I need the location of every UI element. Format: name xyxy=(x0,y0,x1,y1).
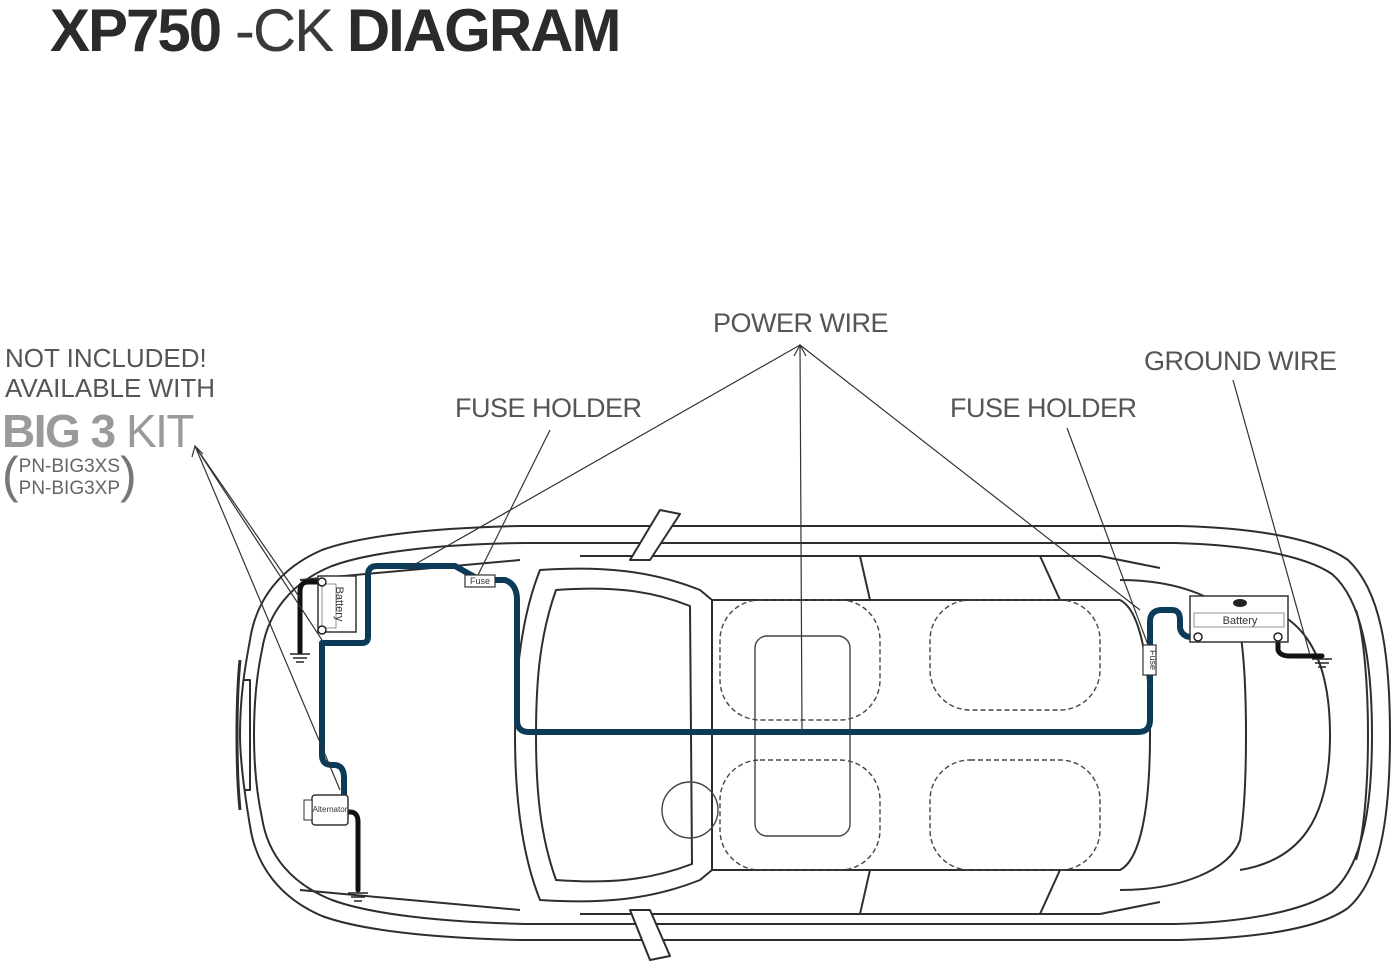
front-fuse: Fuse xyxy=(464,574,496,588)
power-wire-label: POWER WIRE xyxy=(713,308,889,338)
title-model: XP750 xyxy=(50,0,222,64)
ground-wire-rear-battery xyxy=(1275,637,1325,659)
fuse-holder-rear-label: FUSE HOLDER xyxy=(950,393,1137,423)
part-number-2: PN-BIG3XP xyxy=(18,478,121,499)
hood-crease-bottom xyxy=(299,889,521,911)
part-paren-close-icon: ) xyxy=(120,447,137,503)
ground-wire-alternator xyxy=(341,809,361,893)
car-seats xyxy=(661,599,1101,871)
car-body-inner xyxy=(253,542,1373,925)
fuse-holder-rear-leader xyxy=(1066,427,1149,646)
arrowhead-icon xyxy=(191,444,204,458)
alternator-label: Alternator xyxy=(313,805,348,814)
battery-logo-icon xyxy=(1233,599,1247,607)
power-wire-alternator xyxy=(319,640,347,799)
big3-leader xyxy=(194,445,341,791)
ground-wire-front-battery xyxy=(297,579,325,655)
rear-fuse-label: Fuse xyxy=(1148,650,1158,670)
title-suffix: CK xyxy=(252,0,334,64)
door-bottom-2 xyxy=(1039,869,1061,915)
part-paren-open-icon: ( xyxy=(2,447,19,503)
side-bottom xyxy=(580,901,1161,915)
ground-wire-label: GROUND WIRE xyxy=(1144,346,1337,376)
windshield-inner xyxy=(535,587,693,883)
car-body-outer xyxy=(239,525,1391,941)
mirror-bottom xyxy=(629,909,671,961)
title-separator: - xyxy=(234,0,255,64)
ground-symbols xyxy=(290,653,1332,902)
front-battery: Battery xyxy=(317,575,357,635)
rear-bumper-line xyxy=(1355,609,1369,861)
available-with-note: AVAILABLE WITH xyxy=(5,373,215,403)
side-top xyxy=(580,555,1161,569)
terminal-icon xyxy=(1193,632,1203,642)
power-wire-main xyxy=(319,563,1195,735)
center-console xyxy=(754,635,851,837)
mirror-top xyxy=(629,509,681,561)
seat-rear-right xyxy=(929,759,1101,871)
not-included-note: NOT INCLUDED! xyxy=(5,343,207,373)
fuse-holder-front-label: FUSE HOLDER xyxy=(455,393,642,423)
big3-kit-light: KIT xyxy=(125,405,195,457)
arrowhead-icon xyxy=(793,343,807,357)
ground-wire-leader xyxy=(1232,379,1311,656)
seat-rear-left xyxy=(929,599,1101,711)
power-wire-leader xyxy=(411,344,801,567)
big3-leader xyxy=(194,445,323,641)
door-top-1 xyxy=(859,555,871,601)
ground-icon xyxy=(290,653,310,663)
title-word: DIAGRAM xyxy=(346,0,622,64)
fuse-holder-front-leader xyxy=(477,429,551,576)
front-fuse-label: Fuse xyxy=(470,576,490,586)
roof xyxy=(712,599,1151,871)
leader-lines xyxy=(191,343,1311,791)
big3-kit-bold: BIG 3 xyxy=(2,405,116,457)
big3-leader xyxy=(194,445,301,599)
seat-front-left xyxy=(719,599,881,721)
rear-battery-label: Battery xyxy=(1223,615,1258,627)
terminal-icon xyxy=(317,577,327,587)
big3-kit-label: BIG 3 KIT xyxy=(2,404,195,458)
ground-icon xyxy=(1312,658,1332,668)
ground-icon xyxy=(348,892,368,902)
grille xyxy=(244,679,251,791)
rear-window xyxy=(1119,579,1247,891)
front-battery-label: Battery xyxy=(333,587,345,622)
ground-wires xyxy=(297,579,1325,893)
alternator: Alternator xyxy=(303,794,349,826)
rear-battery: Battery xyxy=(1189,595,1289,643)
seat-front-right xyxy=(719,759,881,871)
door-bottom-1 xyxy=(859,869,871,915)
terminal-icon xyxy=(1273,632,1283,642)
power-wire-leader xyxy=(799,344,803,733)
power-wire-leader xyxy=(799,344,1141,611)
part-number-1: PN-BIG3XS xyxy=(18,456,121,477)
front-bumper xyxy=(235,659,242,811)
power-wire xyxy=(319,563,1195,799)
rear-fuse: Fuse xyxy=(1142,644,1158,676)
terminal-icon xyxy=(317,625,327,635)
diagram-title: XP750 -CK DIAGRAM xyxy=(50,0,622,65)
door-top-2 xyxy=(1039,555,1061,601)
steering-wheel xyxy=(661,781,719,839)
